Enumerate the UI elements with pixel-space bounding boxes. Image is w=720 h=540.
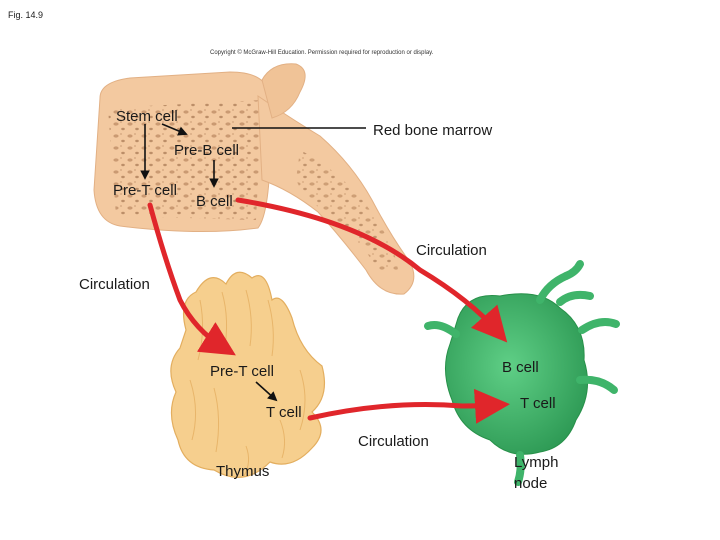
label-thymus: Thymus (216, 463, 269, 480)
label-red-bone-marrow: Red bone marrow (373, 122, 492, 139)
label-lymph-node-line2: node (514, 475, 547, 492)
label-t-cell-thymus: T cell (266, 404, 302, 421)
label-circulation-bottom: Circulation (358, 433, 429, 450)
label-pre-b-cell: Pre-B cell (174, 142, 239, 159)
vertebral-articular-process (261, 63, 306, 119)
arrow-thymus-to-lymph-node (307, 388, 510, 424)
label-b-cell-node: B cell (502, 359, 539, 376)
label-t-cell-node: T cell (520, 395, 556, 412)
label-pre-t-cell-thymus: Pre-T cell (210, 363, 274, 380)
vertebral-body-pores (108, 100, 262, 220)
label-b-cell-marrow: B cell (196, 193, 233, 210)
arrow-marrow-to-lymph-node (235, 197, 508, 343)
figure-number: Fig. 14.9 (8, 10, 43, 20)
label-lymph-node-line1: Lymph (514, 454, 558, 471)
label-stem-cell: Stem cell (116, 108, 178, 125)
label-pre-t-cell-marrow: Pre-T cell (113, 182, 177, 199)
label-circulation-right: Circulation (416, 242, 487, 259)
arrow-marrow-to-thymus (147, 202, 236, 356)
labels: Stem cell Red bone marrow Pre-B cell Pre… (79, 108, 558, 492)
label-circulation-left: Circulation (79, 276, 150, 293)
arrow-stem-to-pre-b (161, 123, 188, 136)
leader-lines (140, 123, 366, 402)
copyright-notice: Copyright © McGraw-Hill Education. Permi… (210, 49, 434, 56)
arrow-pre-t-to-t (255, 381, 278, 402)
vertebra-illustration (93, 63, 415, 295)
circulation-arrows (147, 197, 510, 424)
